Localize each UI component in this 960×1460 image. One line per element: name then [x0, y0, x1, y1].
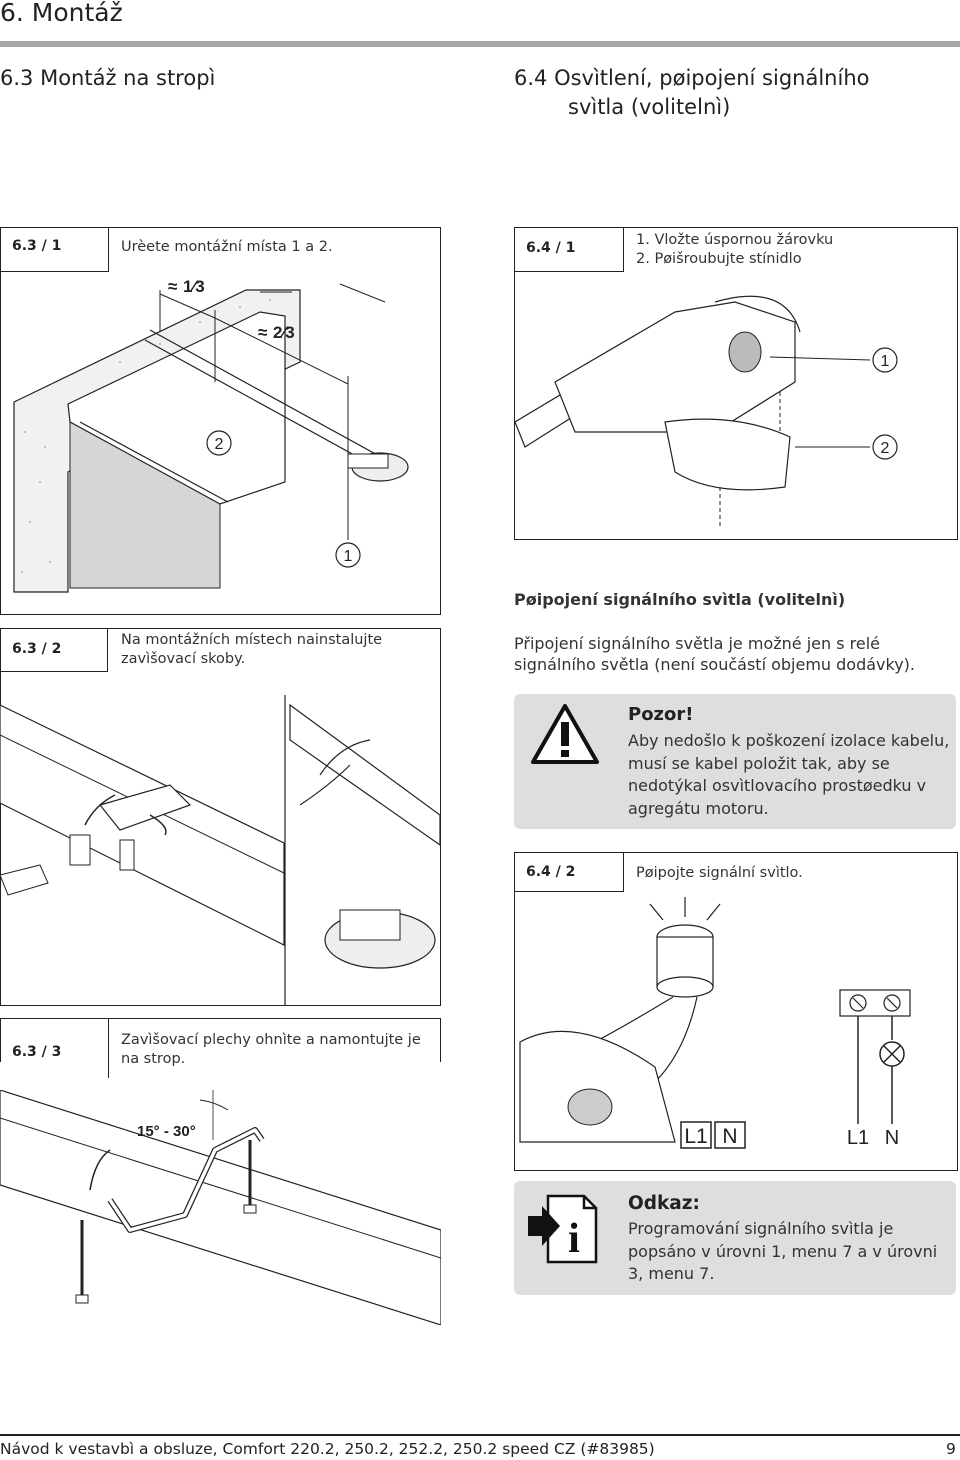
marker-2: 2 — [881, 440, 890, 457]
lamp-cover-illustration: 1 2 — [515, 295, 898, 527]
warning-text: Aby nedošlo k poškození izolace kabelu, … — [628, 731, 950, 818]
step-text: Urèete montážní místa 1 a 2. — [121, 239, 333, 255]
angle-label: 15° - 30° — [137, 1123, 196, 1140]
marker-1: 1 — [881, 353, 890, 370]
approx-sign: ≈ — [258, 323, 267, 342]
svg-text:i: i — [568, 1216, 580, 1262]
warning-triangle-icon — [531, 704, 599, 764]
section-title-6-4-line1: 6.4 Osvìtlení, pøipojení signálního — [514, 66, 870, 90]
garage-ceiling-illustration: ≈ 1⁄3 ≈ 2⁄3 2 1 — [13, 277, 409, 593]
terminal-l1-boxed: L1 — [684, 1125, 707, 1148]
fraction-one-third: 1⁄3 — [183, 277, 205, 296]
marker-circle — [206, 430, 232, 456]
step-text: Pøipojte signální svìtlo. — [636, 865, 803, 881]
section-title-6-4-line2: svìtla (volitelnì) — [568, 95, 731, 119]
connect-heading: Pøipojení signálního svìtla (volitelnì) — [514, 590, 846, 609]
step-number: 6.3 / 1 — [12, 238, 62, 254]
note-title: Odkaz: — [628, 1193, 700, 1214]
signal-lamp-wiring-illustration: L1 N L1 N — [519, 897, 911, 1149]
step-number: 6.4 / 2 — [526, 864, 576, 880]
marker-circle — [872, 347, 898, 373]
terminal-l1: L1 — [847, 1127, 869, 1149]
header-rule — [0, 41, 960, 47]
page-number: 9 — [946, 1440, 956, 1458]
chapter-title: 6. Montáž — [0, 0, 123, 27]
footer-text: Návod k vestavbì a obsluze, Comfort 220.… — [0, 1440, 655, 1458]
step-number: 6.3 / 3 — [12, 1044, 62, 1060]
marker-circle — [335, 542, 361, 568]
step-6-3-3-header — [0, 1018, 441, 1062]
marker-1: 1 — [344, 548, 353, 565]
step-text: Na montážních místech nainstalujte zavìš… — [121, 632, 383, 667]
step-number: 6.3 / 2 — [12, 641, 62, 657]
step-text-line1: 1. Vložte úspornou žárovku — [636, 232, 834, 248]
hanger-installation-illustration — [0, 695, 441, 1005]
fraction-two-thirds: 2⁄3 — [273, 323, 295, 342]
section-title-6-3: 6.3 Montáž na stropì — [0, 66, 216, 90]
terminal-n-boxed: N — [722, 1125, 737, 1148]
warning-title: Pozor! — [628, 704, 694, 725]
step-text-line2: 2. Pøišroubujte stínidlo — [636, 251, 802, 267]
step-text: Zavìšovací plechy ohnìte a namontujte je… — [121, 1032, 421, 1067]
info-reference-icon: i — [528, 1194, 598, 1264]
note-text: Programování signálního svìtla je popsán… — [628, 1219, 938, 1283]
step-number: 6.4 / 1 — [526, 240, 576, 256]
footer-rule — [0, 1434, 960, 1436]
approx-sign: ≈ — [168, 277, 177, 296]
marker-2: 2 — [215, 436, 224, 453]
marker-circle — [872, 434, 898, 460]
terminal-n: N — [885, 1127, 899, 1149]
hanger-bending-illustration: 15° - 30° — [0, 1090, 441, 1325]
connect-text: Připojení signálního světla je možné jen… — [514, 634, 916, 674]
